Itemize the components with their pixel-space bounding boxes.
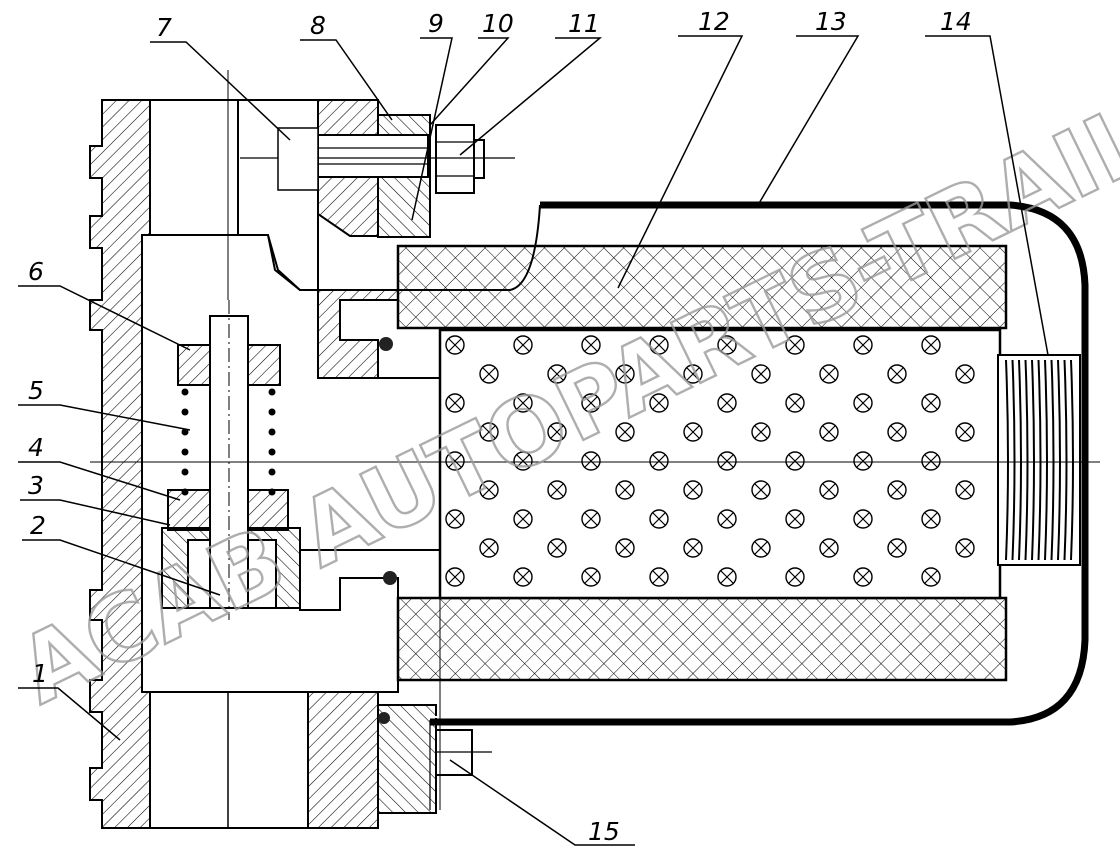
callout-10: 10: [482, 9, 514, 38]
callout-15: 15: [588, 817, 620, 846]
valve-spring: [181, 388, 276, 496]
o-ring-top: [379, 337, 393, 351]
callout-13: 13: [815, 7, 847, 36]
callout-2: 2: [30, 511, 46, 540]
callout-9: 9: [428, 9, 444, 38]
callout-7: 7: [156, 13, 172, 42]
callout-5: 5: [28, 376, 44, 405]
callout-4: 4: [28, 433, 44, 462]
filter-element: [396, 244, 1008, 682]
bypass-valve: [161, 300, 301, 620]
callout-6: 6: [28, 257, 44, 286]
callout-11: 11: [568, 9, 600, 38]
callout-8: 8: [310, 11, 326, 40]
callout-12: 12: [698, 7, 730, 36]
callout-1: 1: [32, 659, 48, 688]
filter-perforations: [445, 335, 975, 587]
relief-spring: [997, 354, 1081, 566]
callout-3: 3: [28, 471, 44, 500]
o-ring-lower: [378, 712, 390, 724]
bottom-bolt-assembly: [377, 704, 492, 814]
o-ring-bottom: [383, 571, 397, 585]
callout-labels: 7 8 9 10 11 12 13 14 6 5 4 3 2 1 15: [18, 7, 1049, 846]
callout-14: 14: [940, 7, 972, 36]
